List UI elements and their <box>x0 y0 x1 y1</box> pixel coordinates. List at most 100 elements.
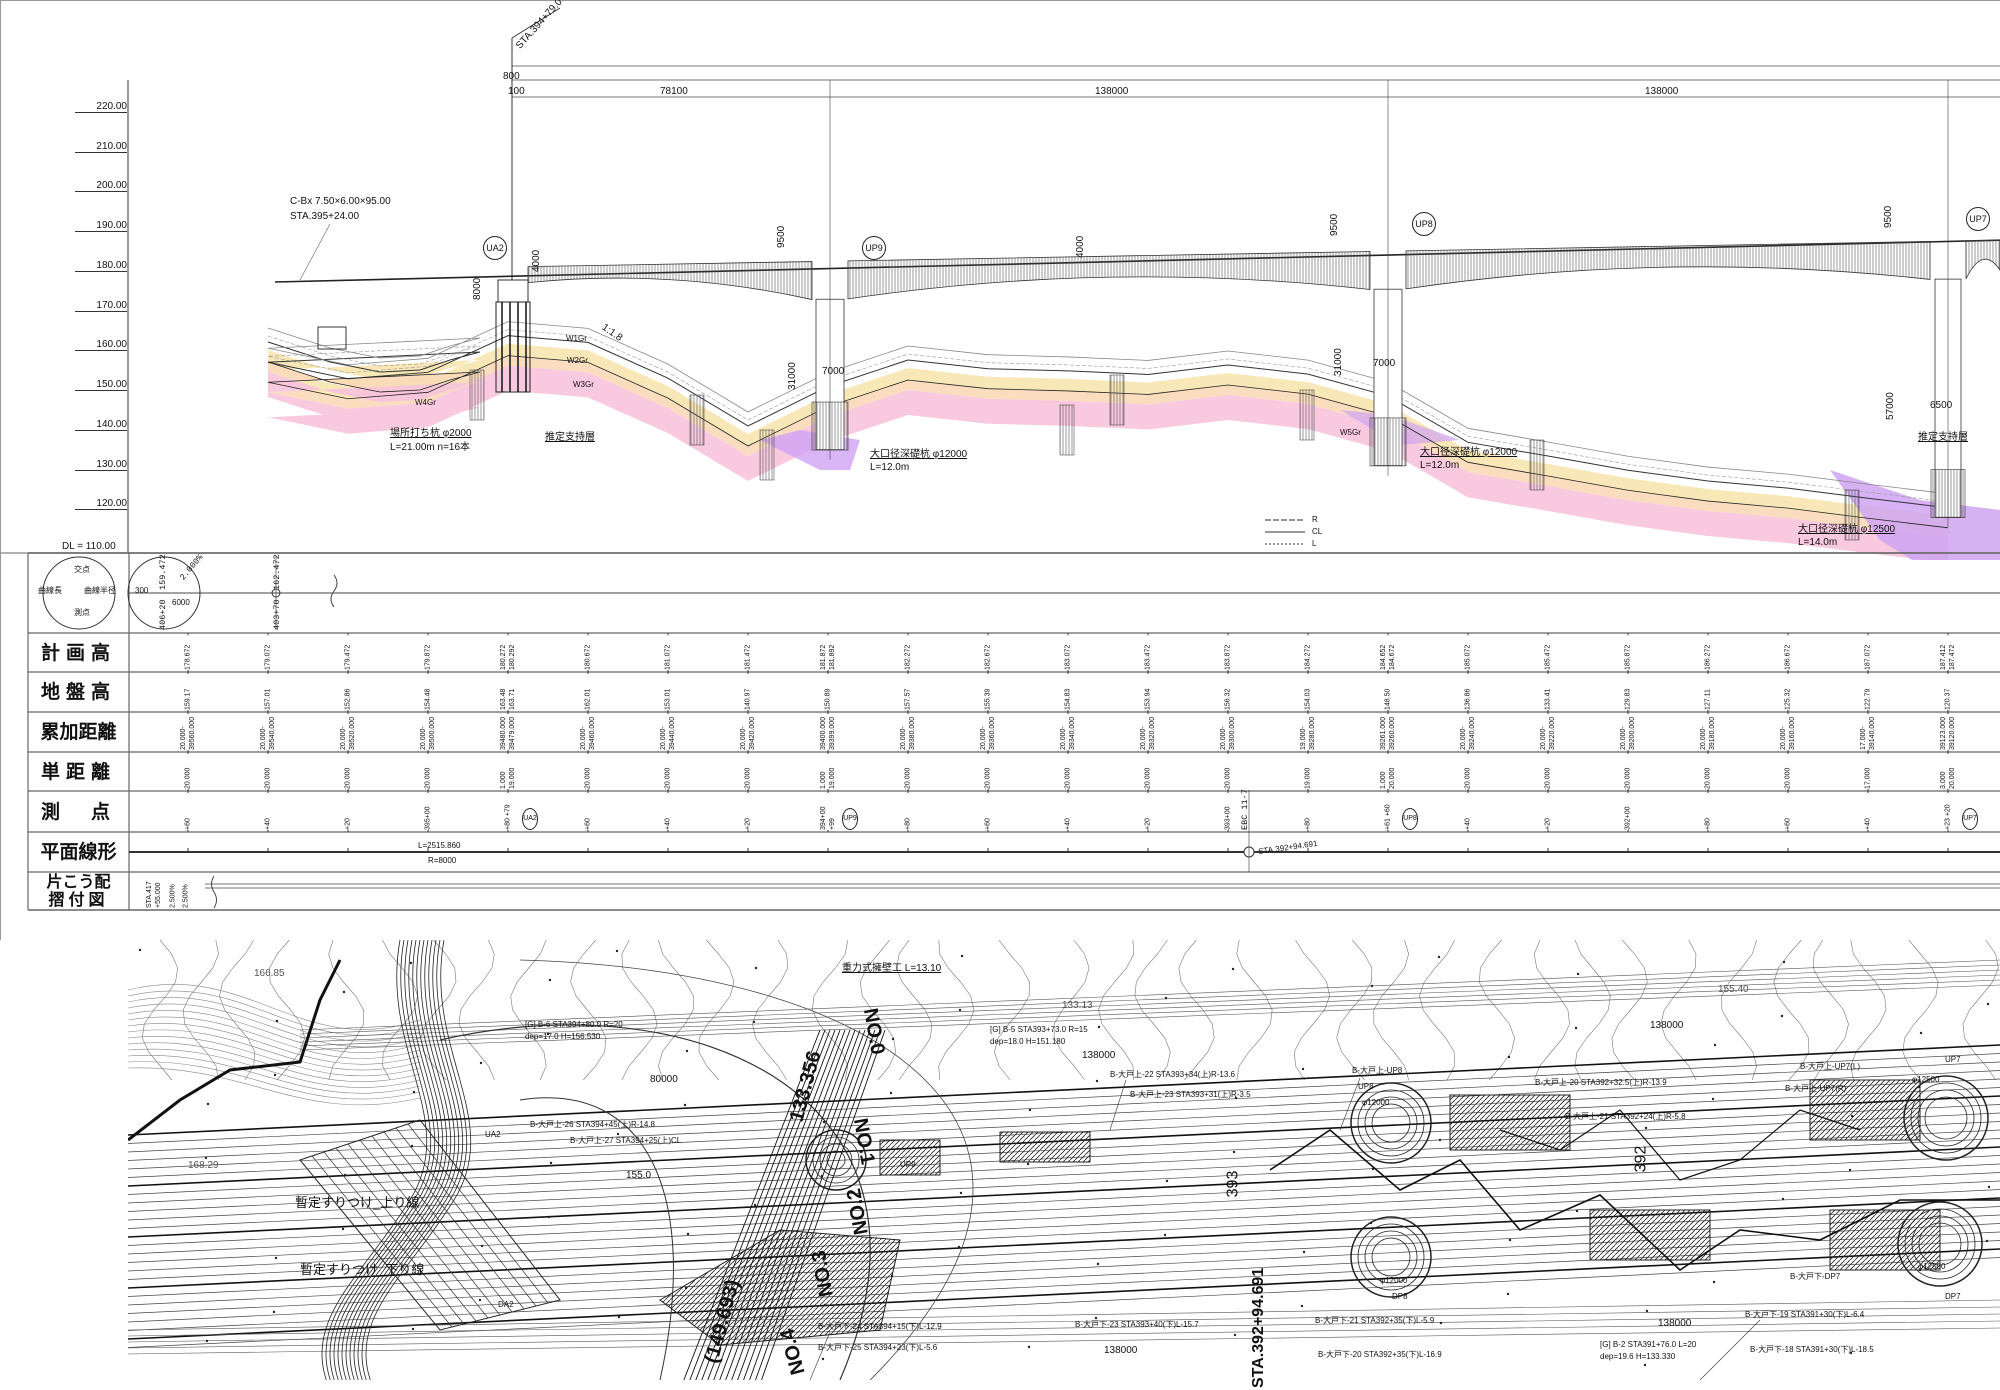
contour-line <box>219 940 256 1081</box>
plan-height-cell: 185.472 <box>1544 644 1552 670</box>
layer-w2gr: W2Gr <box>567 356 588 365</box>
survey-point <box>752 1020 756 1024</box>
plan-elev-5: 155.0 <box>626 1170 652 1181</box>
plan-height-cell: 182.272 <box>904 644 912 670</box>
road-alignment-line <box>128 1112 2000 1204</box>
plan-label-no3: NO.3 <box>807 1248 838 1299</box>
leader-line <box>809 1331 831 1380</box>
plan-label-chainage-1: 133.356 <box>785 1048 826 1125</box>
ground-height-cell: 148.50 <box>1384 688 1392 710</box>
contour-line <box>1178 940 1215 1081</box>
elevation-tick-label: 140.00 <box>75 419 127 431</box>
plan-label-g2: [G] B-2 STA391+76.0 L=20 <box>1600 1340 1697 1349</box>
survey-point <box>820 1174 824 1178</box>
single-distance-cell: 20.000 <box>664 767 672 789</box>
crossing-box <box>299 1119 561 1331</box>
survey-point <box>205 1339 209 1343</box>
survey-point <box>1028 1108 1032 1112</box>
hatched-footing <box>1449 1094 1571 1151</box>
plan-pier-dp8: DP8 <box>1392 1292 1408 1301</box>
cumulative-distance-cell: 39400.000 39399.000 <box>820 716 836 750</box>
cumulative-distance-cell: 20.000-39320.000 <box>1140 716 1156 750</box>
side-road-line <box>365 940 471 1380</box>
cumulative-distance-cell: 20.000-39220.000 <box>1540 716 1556 750</box>
survey-point <box>1233 1333 1237 1337</box>
survey-point <box>823 1303 827 1307</box>
cumulative-distance-cell: 17.000-39140.000 <box>1860 716 1876 750</box>
plan-label-g5: [G] B-5 STA393+73.0 R=15 <box>990 1025 1088 1034</box>
plan-height-cell: 179.072 <box>264 644 272 670</box>
plan-height-cell: 179.872 <box>424 644 432 670</box>
boring-b22: B-大戸上-22 STA393+34(上)R-13.6 <box>1110 1070 1236 1079</box>
dim-57000: 57000 <box>1885 392 1896 420</box>
elevation-tick-label: 200.00 <box>75 180 127 193</box>
caisson-note-up9: 大口径深礎杭 φ12000 <box>870 449 968 460</box>
contour-line <box>128 1003 421 1048</box>
elevation-tick-label: 150.00 <box>75 379 127 392</box>
ground-height-cell: 150.89 <box>824 688 832 710</box>
plan-label-chainage-2: (149.693) <box>700 1277 745 1366</box>
road-alignment-line <box>128 1078 2000 1170</box>
contour-line <box>938 940 975 1081</box>
elevation-tick-label: 160.00 <box>75 339 127 352</box>
survey-point <box>1917 1085 1921 1089</box>
caisson-length-up9: L=12.0m <box>870 462 910 473</box>
borehole-log <box>1844 489 1860 541</box>
row-label: 平面線形 <box>40 841 117 863</box>
road-alignment-line <box>128 1053 2000 1144</box>
ground-height-cell: 154.83 <box>1064 688 1072 710</box>
station-cell: 394+00 +99 <box>820 806 836 830</box>
elevation-tick-label: 120.00 <box>75 498 127 511</box>
pier-foundation-circle <box>1897 1201 1983 1287</box>
boring-b21: B-大戸上-21 STA392+24(上)R-5.8 <box>1565 1112 1686 1121</box>
road-alignment-line <box>128 1231 2000 1323</box>
legend-r: R <box>1312 515 1318 524</box>
contour-line <box>128 1048 421 1088</box>
borehole-log <box>469 369 485 421</box>
plan-height-cell: 179.472 <box>344 644 352 670</box>
plan-height-cell: 185.072 <box>1464 644 1472 670</box>
dim-span-138000-1: 138000 <box>1095 86 1129 97</box>
survey-point <box>1643 1363 1647 1367</box>
culvert-box <box>317 326 347 350</box>
superelevation-pct-2: 2.500% <box>182 884 190 908</box>
survey-point <box>1645 1309 1649 1313</box>
survey-point <box>821 1357 825 1361</box>
road-alignment-line <box>128 1061 2000 1153</box>
plan-height-cell: 187.412 187.472 <box>1940 644 1956 670</box>
single-distance-cell: 1.000 19.000 <box>500 767 516 789</box>
station-marker-up8: UP8 <box>1402 808 1418 830</box>
cumulative-distance-cell: 20.000-39460.000 <box>580 716 596 750</box>
ground-height-cell: 155.39 <box>984 688 992 710</box>
dim-7000-up9: 7000 <box>822 366 845 377</box>
ground-line-r <box>267 321 1949 495</box>
dimension-line <box>128 1327 2000 1355</box>
survey-point <box>1164 996 1168 1000</box>
ground-height-cell: 157.01 <box>264 688 272 710</box>
station-cell: 395+00 <box>424 806 432 830</box>
dimension-line <box>128 1306 2000 1337</box>
hatch-line <box>347 1143 489 1319</box>
cumulative-distance-cell: 20.000-39160.000 <box>1780 716 1796 750</box>
contour-line <box>128 1036 421 1077</box>
survey-point <box>204 1156 208 1160</box>
contour-line <box>1850 940 1887 1081</box>
survey-point <box>478 1298 482 1302</box>
survey-point <box>822 1120 826 1124</box>
dimension-line <box>128 1313 2000 1343</box>
dim-7000-up8: 7000 <box>1373 358 1396 369</box>
caisson-length-up7: L=14.0m <box>1798 537 1838 548</box>
box-girder-span <box>1965 239 2000 279</box>
road-alignment-line <box>128 1206 2000 1297</box>
contour-line <box>1293 940 1331 1081</box>
row-label: 片こう配 <box>46 872 111 891</box>
contour-line <box>1773 940 1810 1081</box>
contour-line <box>128 1023 421 1065</box>
road-alignment-line <box>128 1070 2000 1161</box>
survey-point <box>959 1191 963 1195</box>
boring-b23: B-大戸上-23 STA393+31(上)R-3.5 <box>1130 1090 1251 1099</box>
plan-label-up-line: 暫定すりつけ_上り線 <box>295 1195 420 1210</box>
borehole-log <box>689 394 705 446</box>
plan-label-g2-dep: dep=19.6 H=133.330 <box>1600 1352 1676 1361</box>
row-label: 測 点 <box>40 800 116 823</box>
